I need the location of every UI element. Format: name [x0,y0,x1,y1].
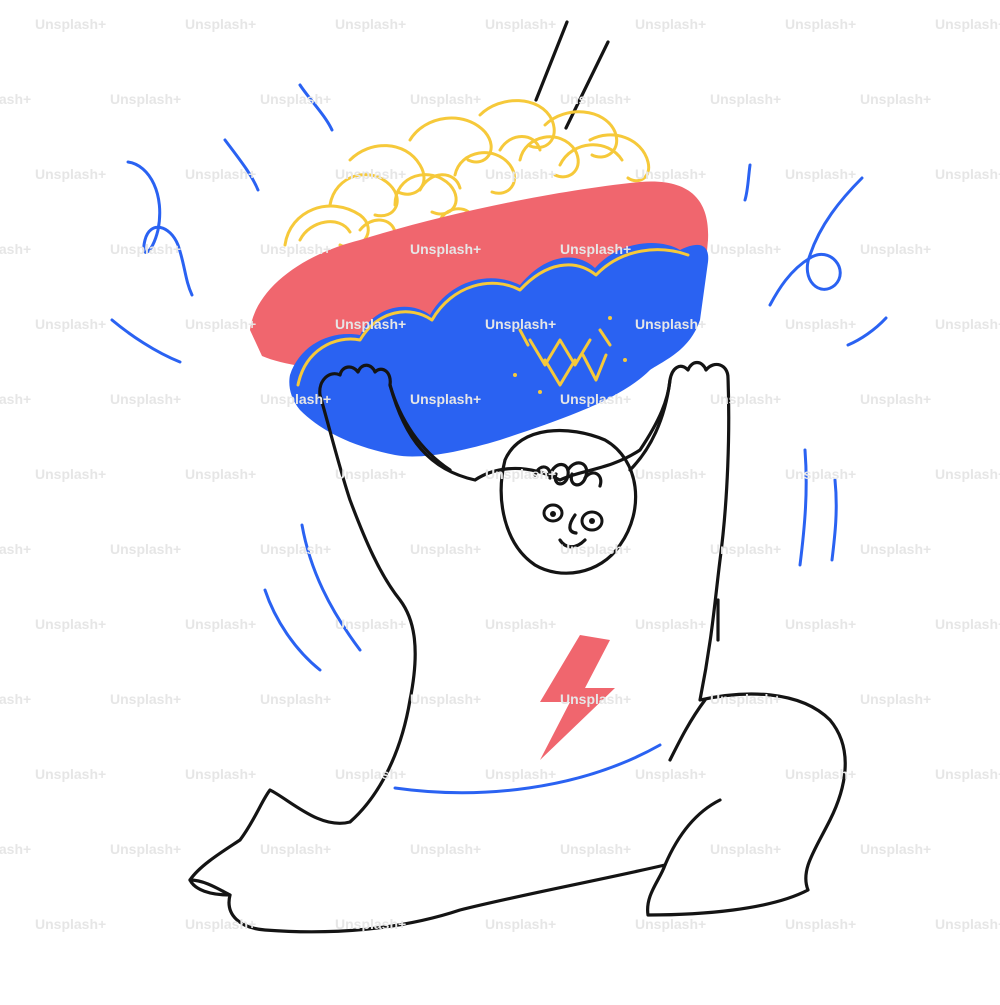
bowl-emblem [513,316,627,394]
mouth [558,538,587,549]
noodles [283,99,651,249]
character-body [188,360,847,934]
noodle-strand [298,220,352,242]
noodle-strand [543,110,619,159]
noodle-strand [328,173,399,218]
noodle-strand [358,218,397,234]
noodle-strand [558,143,624,167]
character [188,360,847,934]
noodle-strand [408,116,493,164]
noodle-strand [418,173,462,192]
noodle-strand [453,151,516,195]
noodle-strand [498,135,542,152]
eyes [542,503,604,532]
motion-lines [110,83,888,672]
noodle-strand [348,144,426,196]
noodle-strand [588,133,651,183]
bowl-outer [250,181,709,371]
chopsticks [534,20,610,130]
lightning-bolt-icon [540,635,615,760]
face [499,428,638,575]
